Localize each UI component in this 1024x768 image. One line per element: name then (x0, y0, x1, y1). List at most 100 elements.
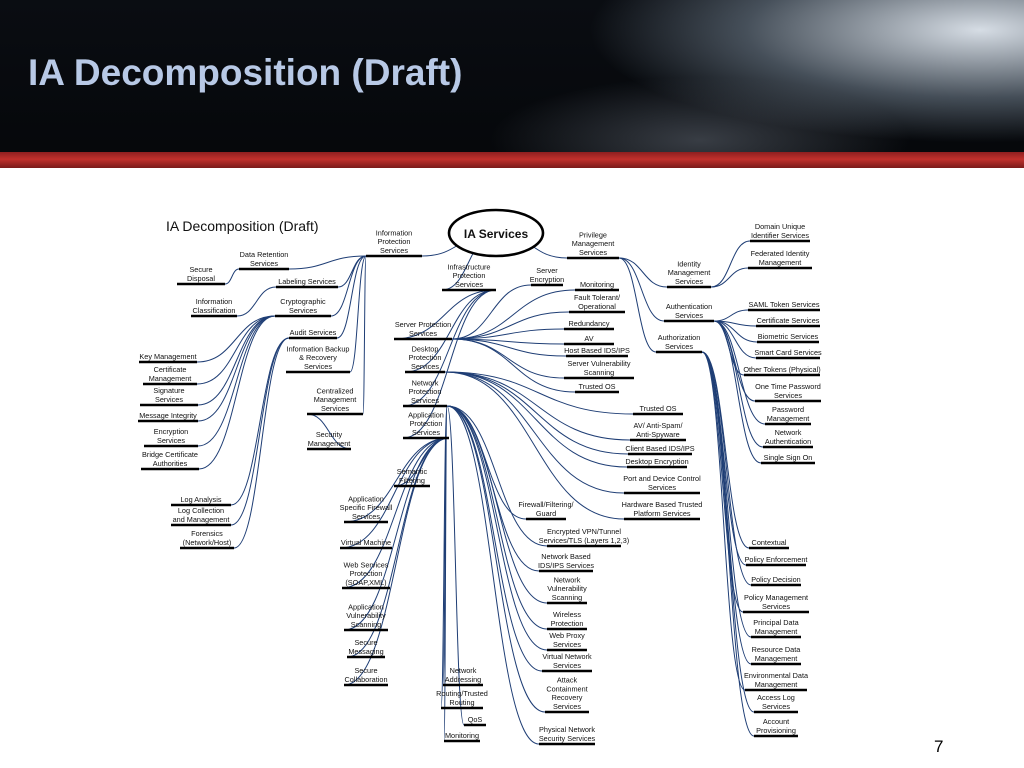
node-label: Services (411, 396, 439, 405)
node-de: Desktop Encryption (625, 457, 689, 469)
node-label: Principal Data (753, 618, 799, 627)
node-label: Specific Firewall (340, 503, 393, 512)
node-ft: Fault Tolerant/Operational (569, 293, 625, 314)
connector-red (451, 328, 565, 340)
node-label: Smart Card Services (754, 348, 822, 357)
node-label: Centralized (317, 386, 354, 395)
node-label: Message Integrity (139, 411, 197, 420)
header-red-stripe (0, 152, 1024, 168)
node-label: Platform Services (633, 509, 691, 518)
node-label: Network (450, 666, 477, 675)
node-label: Password (772, 405, 804, 414)
node-label: AV/ Anti-Spam/ (634, 421, 684, 430)
node-label: Routing/Trusted (436, 689, 488, 698)
node-label: Firewall/Filtering/ (518, 500, 574, 509)
node-label: Desktop Encryption (625, 457, 688, 466)
node-label: Protection (378, 237, 411, 246)
node-label: Identifier Services (751, 231, 809, 240)
connector-lc (230, 337, 290, 526)
node-label: Server (536, 266, 558, 275)
node-cs: Certificate Services (756, 316, 820, 328)
node-label: Monitoring (445, 731, 479, 740)
node-pe: Policy Enforcement (745, 555, 807, 567)
node-label: Server Protection (395, 320, 451, 329)
connector-pwm (713, 320, 766, 425)
connector-avsc (343, 437, 450, 631)
connector-fim (710, 267, 749, 288)
node-label: Network (775, 428, 802, 437)
node-label: Information Backup (287, 344, 350, 353)
node-label: Security Services (539, 734, 596, 743)
node-label: Port and Device Control (623, 474, 701, 483)
node-label: Monitoring (580, 280, 614, 289)
node-label: Virtual Machine (341, 538, 391, 547)
node-la: Log Analysis (171, 495, 231, 507)
node-ctx: Contextual (749, 538, 789, 550)
connector-for (233, 337, 290, 549)
node-label: Vulnerability (547, 584, 587, 593)
node-mon2: Monitoring (444, 731, 480, 743)
node-label: Client Based IDS/IPS (625, 444, 694, 453)
connector-aud (336, 255, 367, 339)
connector-edm (701, 351, 746, 691)
node-label: AV (584, 334, 593, 343)
node-label: Authentication (765, 437, 811, 446)
node-label: (SOAP,XML) (345, 578, 386, 587)
connector-de (444, 371, 628, 468)
node-label: Management (755, 654, 798, 663)
connector-dpv (404, 289, 497, 373)
connector-rtr (440, 405, 448, 709)
node-label: Management (759, 258, 802, 267)
node-saml: SAML Token Services (748, 300, 820, 312)
node-label: Authorities (153, 459, 188, 468)
node-label: Services (553, 640, 581, 649)
connector-icl (236, 286, 277, 317)
node-label: Protection (453, 271, 486, 280)
node-label: Addressing (445, 675, 482, 684)
connector-cids (444, 371, 629, 455)
node-label: Operational (578, 302, 616, 311)
connector-scs (713, 320, 757, 359)
node-label: Protection (410, 419, 443, 428)
node-label: Protection (551, 619, 584, 628)
connector-dui (710, 240, 751, 288)
node-label: Vulnerability (346, 611, 386, 620)
node-label: Collaboration (345, 675, 388, 684)
node-label: Biometric Services (758, 332, 819, 341)
connector-mon2 (443, 405, 448, 742)
node-ot: Other Tokens (Physical) (743, 365, 821, 377)
node-aud: Audit Services (289, 328, 337, 340)
connector-pns (446, 405, 540, 745)
node-label: Services/TLS (Layers 1,2,3) (539, 536, 629, 545)
node-hips: Host Based IDS/IPS (564, 346, 630, 358)
connector-vm (339, 437, 450, 549)
node-avs: AV/ Anti-Spam/Anti-Spyware (630, 421, 686, 442)
node-label: Services (289, 306, 317, 315)
node-red: Redundancy (564, 319, 614, 331)
node-label: Protection (409, 353, 442, 362)
node-label: Information (376, 228, 413, 237)
node-label: Physical Network (539, 725, 595, 734)
node-label: Services (774, 391, 802, 400)
node-cids: Client Based IDS/IPS (625, 444, 695, 456)
node-label: Domain Unique (755, 222, 805, 231)
